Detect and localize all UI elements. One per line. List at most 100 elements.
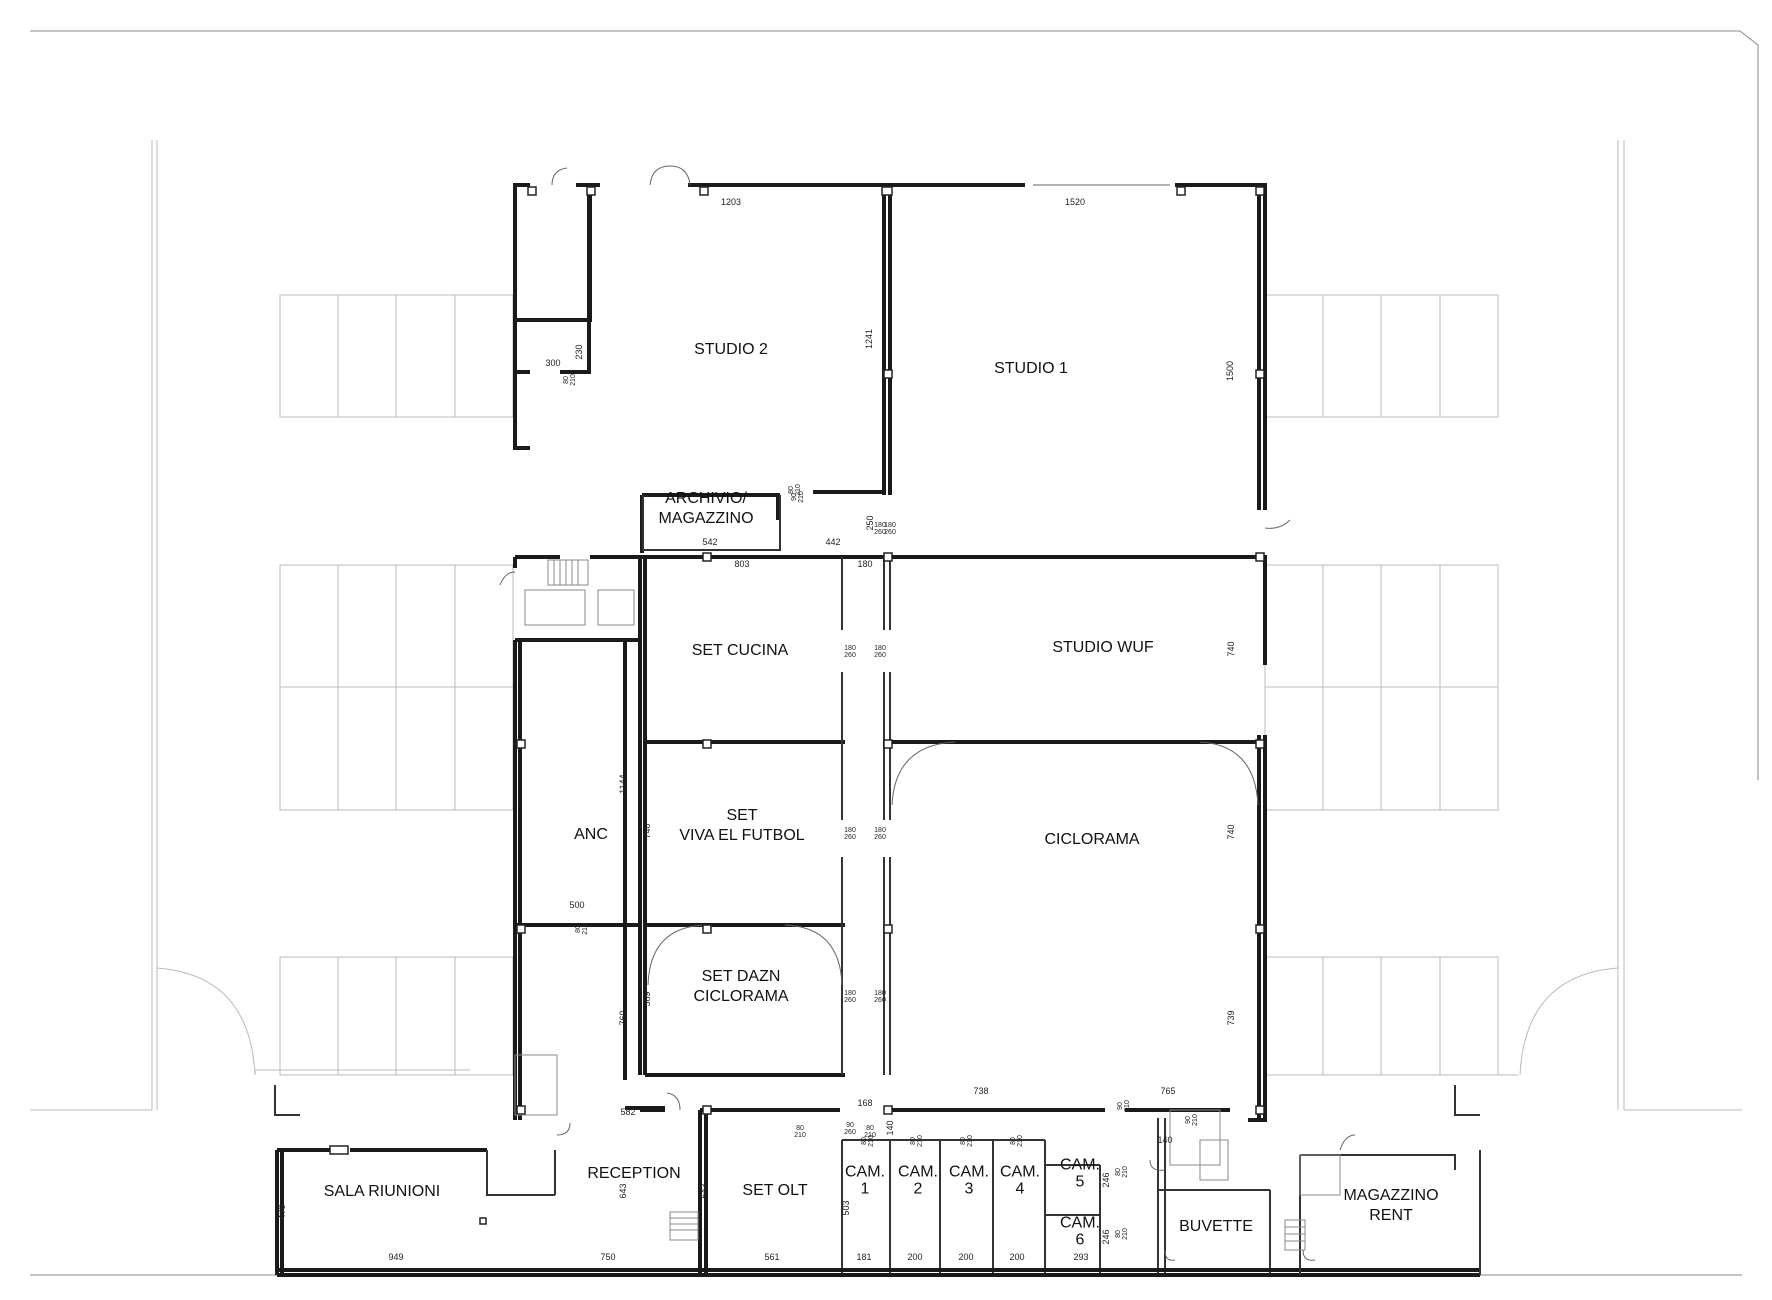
room-label-studio-wuf: STUDIO WUF: [1052, 639, 1154, 656]
room-label-cam3-line-2: 3: [965, 1181, 974, 1198]
toilet-blocks: [514, 589, 1341, 1196]
dimension-label: 542: [702, 537, 717, 547]
door-mark-label: 80: [788, 486, 795, 494]
door-mark-label: 210: [917, 1135, 924, 1147]
door-mark-label: 180: [874, 827, 886, 834]
door-mark-label: 260: [874, 834, 886, 841]
parking-bays: [279, 294, 1499, 1076]
cyclorama-curves: [647, 741, 1259, 986]
room-label-cam2-line-1: CAM.: [898, 1164, 938, 1181]
door-mark-label: 210: [570, 374, 577, 386]
dimension-label: 503: [841, 1200, 851, 1215]
door-mark-label: 210: [1122, 1228, 1129, 1240]
dimension-label: 180: [857, 559, 872, 569]
room-label-cam6-line-2: 6: [1076, 1232, 1085, 1249]
dimension-label: 246: [1101, 1229, 1111, 1244]
room-label-anc: ANC: [574, 826, 608, 843]
door-mark-label: 180: [874, 990, 886, 997]
room-label-buvette: BUVETTE: [1179, 1218, 1253, 1235]
dimension-label: 740: [1226, 824, 1236, 839]
room-label-sala-riunioni: SALA RIUNIONI: [324, 1183, 440, 1200]
dimension-label: 643: [699, 1183, 709, 1198]
door-mark-label: 210: [794, 1132, 806, 1139]
door-mark-label: 80: [563, 376, 570, 384]
dimension-label: 1500: [1225, 361, 1235, 381]
door-mark-label: 180: [844, 645, 856, 652]
room-label-set-cucina: SET CUCINA: [692, 642, 789, 659]
door-mark-label: 260: [874, 997, 886, 1004]
room-label-studio1: STUDIO 1: [994, 360, 1068, 377]
dimension-label: 740: [642, 823, 652, 838]
structural-columns: [329, 186, 1265, 1225]
dimension-label: 1241: [864, 329, 874, 349]
site-outline: [30, 30, 1759, 1276]
dimension-label: 1144: [618, 774, 628, 793]
dimension-label: 643: [618, 1183, 628, 1198]
dimension-label: 739: [1226, 1010, 1236, 1025]
door-mark-label: 90: [1185, 1116, 1192, 1124]
door-mark-label: 260: [844, 997, 856, 1004]
door-mark-label: 80: [960, 1137, 967, 1145]
dimension-label: 200: [1009, 1252, 1024, 1262]
door-mark-label: 80: [1115, 1230, 1122, 1238]
room-label-archivio-line-2: MAGAZZINO: [658, 510, 753, 527]
door-mark-label: 180: [844, 990, 856, 997]
door-mark-label: 90: [1117, 1102, 1124, 1110]
door-mark-label: 80: [796, 1125, 804, 1132]
door-mark-label: 80: [861, 1137, 868, 1145]
dimension-label: 765: [1160, 1086, 1175, 1096]
room-label-cam1-line-1: CAM.: [845, 1164, 885, 1181]
dimension-label: 470: [277, 1204, 287, 1219]
room-label-cam4-line-2: 4: [1016, 1181, 1025, 1198]
door-mark-label: 210: [1017, 1135, 1024, 1147]
dimension-label: 168: [857, 1098, 872, 1108]
dimension-label: 582: [620, 1107, 635, 1117]
room-label-magazzino-rent-line-1: MAGAZZINO: [1343, 1187, 1438, 1204]
room-label-set-dazn-line-2: CICLORAMA: [693, 988, 788, 1005]
door-mark-label: 180: [884, 522, 896, 529]
door-mark-label: 80: [1115, 1168, 1122, 1176]
door-mark-label: 180: [874, 645, 886, 652]
stairs: [547, 559, 1306, 1251]
door-mark-label: 210: [795, 484, 802, 496]
room-label-cam5-line-2: 5: [1076, 1174, 1085, 1191]
room-label-magazzino-rent-line-2: RENT: [1369, 1207, 1413, 1224]
room-label-cam5-line-1: CAM.: [1060, 1157, 1100, 1174]
door-mark-label: 80: [575, 925, 582, 933]
dimension-label: 293: [1073, 1252, 1088, 1262]
door-mark-label: 260: [874, 652, 886, 659]
room-label-set-viva-line-1: SET: [726, 807, 757, 824]
dimension-label: 200: [907, 1252, 922, 1262]
door-mark-label: 260: [884, 529, 896, 536]
room-label-studio2: STUDIO 2: [694, 341, 768, 358]
dimension-label: 738: [973, 1086, 988, 1096]
dimension-label: 500: [569, 900, 584, 910]
door-mark-label: 90: [846, 1122, 854, 1129]
room-label-cam1-line-2: 1: [861, 1181, 870, 1198]
door-mark-label: 80: [910, 1137, 917, 1145]
door-mark-label: 210: [868, 1135, 875, 1147]
room-label-cam2-line-2: 2: [914, 1181, 923, 1198]
door-mark-label: 260: [844, 834, 856, 841]
dimension-label: 740: [1226, 641, 1236, 656]
room-label-cam3-line-1: CAM.: [949, 1164, 989, 1181]
door-mark-label: 180: [844, 827, 856, 834]
dimension-label: 1203: [721, 197, 741, 207]
dimension-label: 181: [856, 1252, 871, 1262]
door-mark-label: 210: [1192, 1114, 1199, 1126]
archivio-box: [642, 495, 781, 551]
dimension-label: 250: [865, 515, 875, 530]
door-mark-label: 80: [1010, 1137, 1017, 1145]
dimension-label: 561: [764, 1252, 779, 1262]
room-label-archivio-line-1: ARCHIVIO/: [665, 490, 747, 507]
door-mark-label: 260: [844, 652, 856, 659]
door-mark-label: 260: [844, 1129, 856, 1136]
door-mark-label: 210: [1122, 1166, 1129, 1178]
walls: [274, 183, 1481, 1277]
dimension-label: 246: [1101, 1172, 1111, 1187]
door-mark-label: 90: [791, 493, 798, 501]
room-label-set-dazn-line-1: SET DAZN: [702, 968, 781, 985]
